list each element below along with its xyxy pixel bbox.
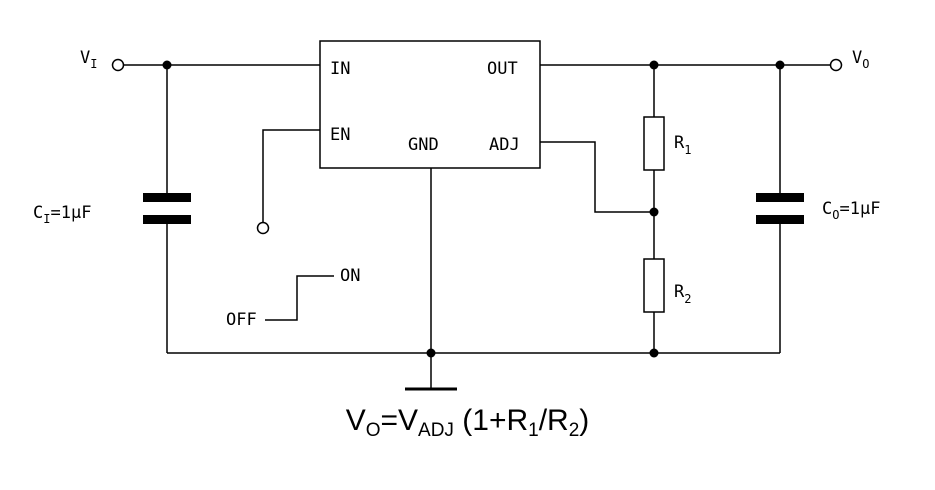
- pin-gnd-label: GND: [408, 135, 439, 155]
- ci-label: CI=1μF: [33, 203, 91, 226]
- output-voltage-formula: VO=VADJ (1+R1/R2): [0, 404, 935, 442]
- formula-slash: /R: [538, 404, 569, 437]
- formula-v: V: [345, 404, 366, 437]
- pin-out-label: OUT: [487, 59, 518, 79]
- pin-in-label: IN: [330, 59, 350, 79]
- r1-label: R1: [674, 133, 691, 157]
- pin-adj-label: ADJ: [489, 135, 520, 155]
- formula-close: ): [579, 404, 590, 437]
- formula-open: (1+R: [453, 404, 529, 437]
- co-plate-top: [756, 193, 804, 202]
- ci-plate-bottom: [143, 215, 191, 224]
- pin-en-label: EN: [330, 125, 350, 145]
- co-plate-bottom: [756, 215, 804, 224]
- on-off-waveform: [265, 275, 334, 321]
- en-wire: [262, 129, 320, 222]
- r2-label: R2: [674, 282, 691, 306]
- formula-eq-v: =V: [380, 404, 419, 437]
- on-label: ON: [340, 266, 360, 286]
- regulator-ic: [319, 40, 541, 169]
- gnd-junction: [426, 348, 436, 358]
- r1-resistor: [643, 116, 665, 171]
- vin-terminal: [111, 58, 125, 72]
- vout-terminal: [829, 58, 843, 72]
- formula-r1-sub: 1: [528, 420, 539, 441]
- formula-adj-sub: ADJ: [418, 420, 454, 441]
- en-terminal: [256, 221, 270, 235]
- r2-resistor: [643, 258, 665, 313]
- formula-r2-sub: 2: [568, 420, 580, 441]
- co-label: CO=1μF: [822, 199, 880, 222]
- r2-bottom-junction: [649, 348, 659, 358]
- ci-plate-top: [143, 193, 191, 202]
- off-label: OFF: [226, 310, 257, 330]
- formula-o-sub: O: [365, 420, 381, 441]
- adj-wire: [540, 141, 654, 213]
- vout-label: VO: [852, 48, 869, 71]
- vin-label: VI: [80, 48, 97, 71]
